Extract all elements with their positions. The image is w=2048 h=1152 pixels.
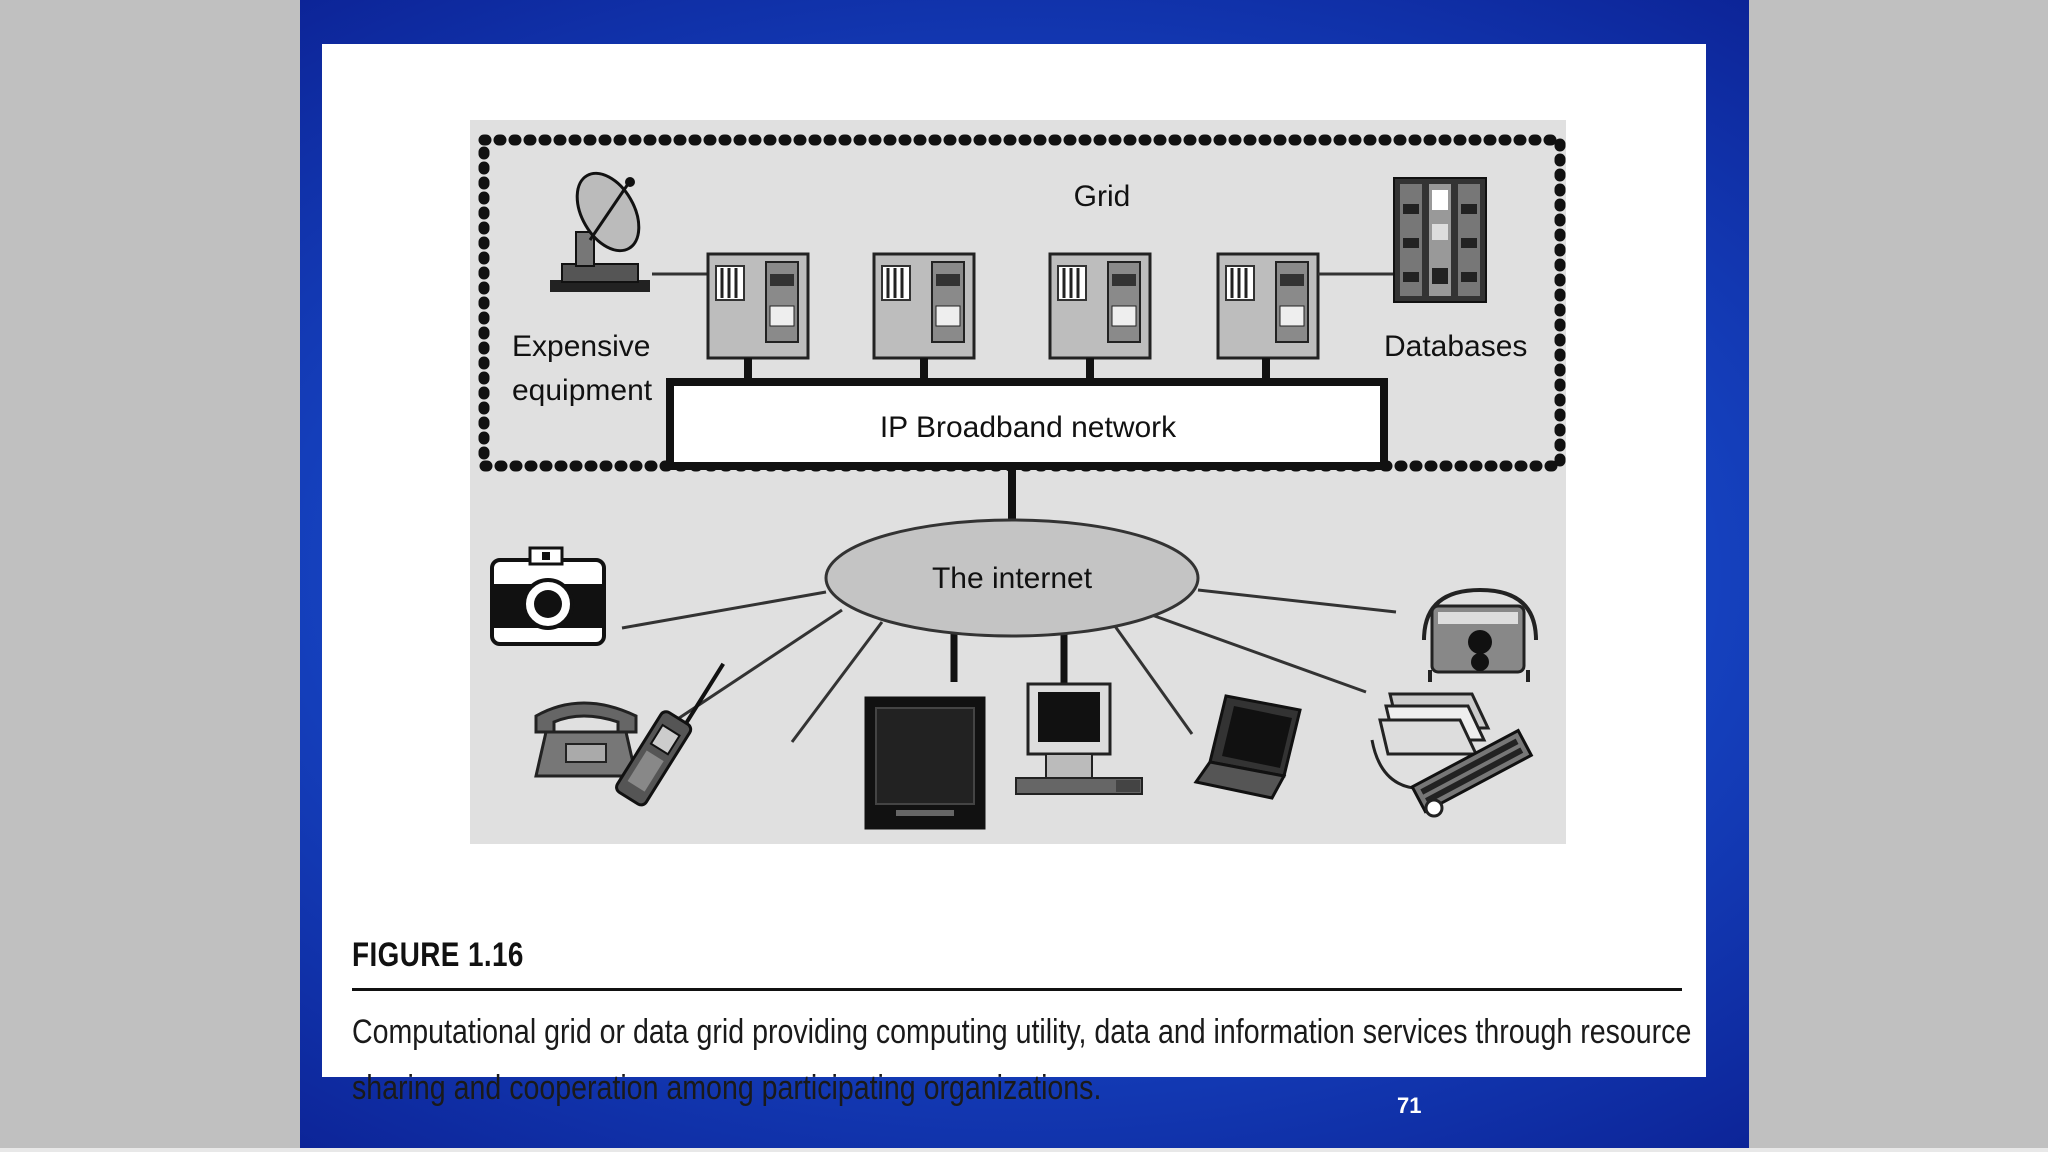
slide: Grid Expensive equipment <box>300 0 1749 1149</box>
expensive-equipment-label-line2: equipment <box>512 374 653 407</box>
grid-diagram: Grid Expensive equipment <box>470 120 1566 844</box>
satellite-dish-icon <box>550 171 650 292</box>
server-icon <box>1216 252 1320 360</box>
internet-cloud <box>824 518 1200 638</box>
figure-rule <box>352 988 1682 991</box>
window-bottom-edge <box>0 1148 2048 1152</box>
grid-label: Grid <box>1074 180 1131 213</box>
radio-icon <box>1422 587 1538 682</box>
server-icon <box>706 252 810 360</box>
figure-caption: Computational grid or data grid providin… <box>352 1004 1696 1116</box>
telephone-icon <box>534 701 638 778</box>
camera-icon <box>490 546 606 646</box>
slide-number: 71 <box>1397 1093 1422 1118</box>
ip-broadband-network-label: IP Broadband network <box>880 411 1177 444</box>
server-icon <box>1048 252 1152 360</box>
ip-broadband-network-box <box>666 378 1388 470</box>
figure-caption-line2: sharing and cooperation among participat… <box>352 1069 1102 1107</box>
document-page: Grid Expensive equipment <box>322 44 1706 1107</box>
internet-label: The internet <box>932 562 1093 595</box>
desktop-computer-icon <box>1015 682 1143 795</box>
database-icon <box>1393 177 1487 303</box>
mobile-phone-icon <box>615 662 725 807</box>
figure-caption-line1: Computational grid or data grid providin… <box>352 1013 1692 1051</box>
laptop-icon <box>1193 694 1302 800</box>
television-icon <box>864 696 986 830</box>
expensive-equipment-label-line1: Expensive <box>512 330 650 363</box>
keyboard-and-disks-icon <box>1370 692 1534 818</box>
figure-label: FIGURE 1.16 <box>352 936 524 974</box>
server-icon <box>872 252 976 360</box>
internet-connections <box>621 588 1397 743</box>
databases-label: Databases <box>1384 330 1527 363</box>
